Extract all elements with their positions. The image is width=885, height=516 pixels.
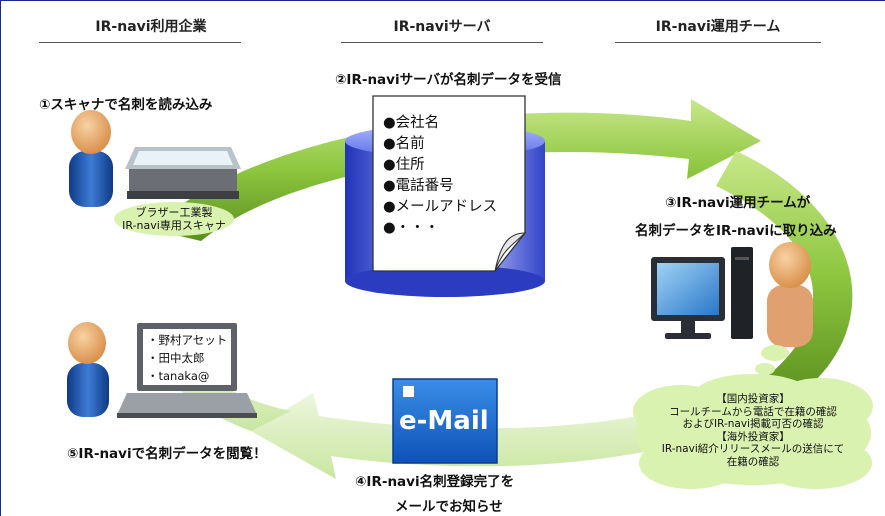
document-field: ●・・・ xyxy=(383,220,440,236)
ops-cloud-line: IR-navi紹介リリースメールの送信にて xyxy=(661,443,845,455)
ops-process-cloud xyxy=(633,374,873,489)
header-underline-server xyxy=(341,42,543,43)
header-user-company: IR-navi利用企業 xyxy=(95,19,207,35)
step-4-label-line1: ④IR-navi名刺登録完了を xyxy=(355,474,515,490)
step-3-label-line2: 名刺データをIR-naviに取り込み xyxy=(635,223,837,239)
step-2-label: ②IR-naviサーバが名刺データを受信 xyxy=(335,72,562,88)
step-5-label: ⑤IR-naviで名刺データを閲覧！ xyxy=(67,446,267,462)
ops-cloud-line: コールチームから電話で在籍の確認 xyxy=(669,405,837,418)
flow-arrow-right xyxy=(716,151,853,401)
scanner-label-bubble xyxy=(114,202,234,236)
laptop-icon xyxy=(117,323,257,418)
document-field: ●住所 xyxy=(383,157,425,173)
scanner-label-text: ブラザー工業製 IR-navi専用スキャナ xyxy=(114,206,234,232)
flow-arrow-upper xyxy=(151,99,761,241)
scanner-icon xyxy=(125,147,241,199)
person-user-top-icon xyxy=(69,110,113,207)
desktop-computer-icon xyxy=(651,247,753,339)
document-field: ●電話番号 xyxy=(383,178,454,194)
email-icon-label: e-Mail xyxy=(399,406,489,436)
ops-cloud-line: 【国内投資家】 xyxy=(716,393,790,405)
header-ops-team: IR-navi運用チーム xyxy=(655,19,781,35)
step-4-label-line2: メールでお知らせ xyxy=(395,499,503,515)
person-ops-icon xyxy=(767,242,813,347)
laptop-screen-text: ・野村アセット ・田中太郎 ・tanaka@ xyxy=(147,331,227,385)
document-field: ●会社名 xyxy=(383,115,440,131)
scanner-label-line1: ブラザー工業製 xyxy=(135,206,213,219)
step-1-label: ①スキャナで名刺を読み込み xyxy=(39,97,213,113)
ops-cloud-line: 【海外投資家】 xyxy=(716,430,790,443)
thought-bubble-small-1 xyxy=(761,345,789,361)
document-field: ●名前 xyxy=(383,136,425,152)
ops-cloud-line: 在籍の確認 xyxy=(726,455,780,468)
ops-cloud-line: およびIR-navi掲載可否の確認 xyxy=(682,418,824,430)
document-field-list: ●会社名 ●名前 ●住所 ●電話番号 ●メールアドレス ●・・・ xyxy=(383,113,497,239)
header-underline-user xyxy=(39,42,241,43)
step-3-label-line1: ③IR-navi運用チームが xyxy=(665,195,811,211)
laptop-screen-line: ・tanaka@ xyxy=(147,369,210,383)
email-icon xyxy=(392,378,498,464)
ops-cloud-text: 【国内投資家】 コールチームから電話で在籍の確認 およびIR-navi掲載可否の… xyxy=(643,393,863,468)
header-server: IR-naviサーバ xyxy=(393,19,491,35)
document-field: ●メールアドレス xyxy=(383,199,498,215)
scanner-label-line2: IR-navi専用スキャナ xyxy=(122,219,226,232)
person-user-bottom-icon xyxy=(67,322,109,417)
thought-bubble-small-2 xyxy=(755,363,775,375)
laptop-screen-line: ・野村アセット xyxy=(147,333,228,347)
document-icon xyxy=(372,95,527,272)
header-underline-ops xyxy=(615,42,821,43)
laptop-screen-line: ・田中太郎 xyxy=(147,351,205,365)
flow-arrow-lower xyxy=(251,381,791,479)
